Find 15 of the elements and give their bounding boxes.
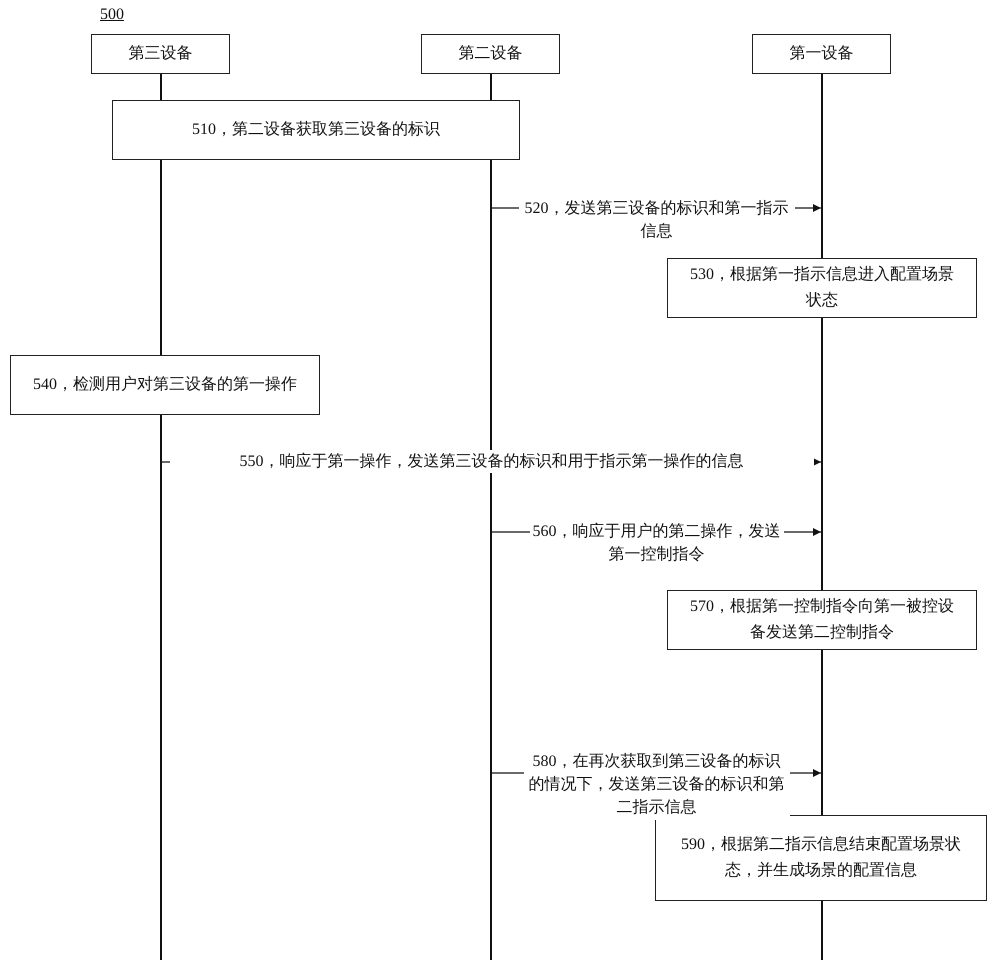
participant-box: 第一设备 bbox=[752, 34, 891, 74]
process-box: 590，根据第二指示信息结束配置场景状态，并生成场景的配置信息 bbox=[655, 815, 987, 901]
lifeline bbox=[821, 318, 823, 590]
process-box: 530，根据第一指示信息进入配置场景状态 bbox=[667, 258, 977, 318]
participant-box: 第三设备 bbox=[91, 34, 230, 74]
process-box: 570，根据第一控制指令向第一被控设备发送第二控制指令 bbox=[667, 590, 977, 650]
lifeline bbox=[821, 74, 823, 258]
edge-label: 580，在再次获取到第三设备的标识的情况下，发送第三设备的标识和第二指示信息 bbox=[524, 750, 790, 820]
participant-box: 第二设备 bbox=[421, 34, 560, 74]
lifeline bbox=[821, 901, 823, 960]
lifeline bbox=[490, 74, 492, 960]
figure-number: 500 bbox=[100, 6, 124, 24]
lifeline bbox=[821, 650, 823, 815]
process-box: 540，检测用户对第三设备的第一操作 bbox=[10, 355, 320, 415]
process-box: 510，第二设备获取第三设备的标识 bbox=[112, 100, 520, 160]
